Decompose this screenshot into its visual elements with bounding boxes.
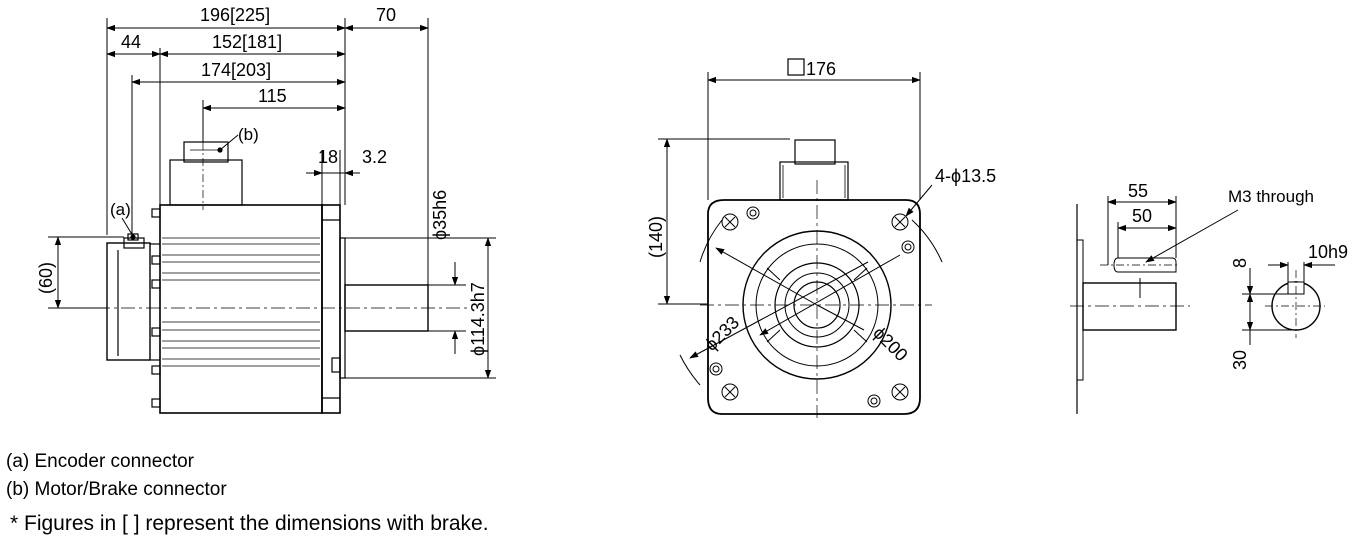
dim-flange-size: 176	[806, 59, 836, 79]
shaft-detail	[1070, 196, 1335, 414]
dim-encoder-height: (60)	[36, 262, 56, 294]
dim-shaft-length: 70	[376, 5, 396, 25]
dim-front-height: (140)	[646, 216, 666, 258]
dim-mounting-holes: 4-ϕ13.5	[935, 166, 996, 186]
dim-key-length-outer: 55	[1128, 181, 1148, 201]
dim-rear-offset: 44	[121, 32, 141, 52]
dim-pilot-circle: ϕ200	[869, 323, 912, 366]
label-a: (a)	[110, 200, 131, 219]
dim-shaft-height: 30	[1230, 350, 1250, 370]
legend-brake-note: * Figures in [ ] represent the dimension…	[10, 512, 489, 535]
dim-flange-thickness: 18	[318, 147, 338, 167]
front-view-text: 176 (140) 4-ϕ13.5 ϕ233 ϕ200	[646, 58, 996, 366]
legend-motor-brake-connector: (b) Motor/Brake connector	[6, 479, 227, 500]
dim-shaft-diameter: ϕ35h6	[430, 190, 450, 240]
square-symbol-icon	[787, 58, 805, 76]
dim-spigot-depth: 3.2	[362, 147, 387, 167]
dim-key-length-inner: 50	[1132, 206, 1152, 226]
dim-connector-position: 115	[258, 86, 287, 106]
shaft-detail-text: 55 50 M3 through 8 10h9 30	[1128, 181, 1348, 370]
dim-tap: M3 through	[1228, 187, 1314, 206]
dim-spigot-diameter: ϕ114.3h7	[468, 282, 488, 356]
label-b: (b)	[238, 125, 259, 144]
front-view	[658, 72, 943, 418]
dim-key-height: 8	[1230, 258, 1250, 268]
side-view-text: 196[225] 70 44 152[181] 174[203] 115 18 …	[36, 5, 488, 356]
dim-body-length: 152[181]	[212, 32, 282, 52]
dim-bolt-circle: ϕ233	[701, 312, 744, 355]
dim-body-length-alt: 174[203]	[201, 60, 271, 80]
dim-overall-length: 196[225]	[200, 5, 270, 25]
side-view	[48, 18, 496, 414]
legend-encoder-connector: (a) Encoder connector	[6, 451, 194, 472]
dim-key-width: 10h9	[1308, 242, 1348, 262]
